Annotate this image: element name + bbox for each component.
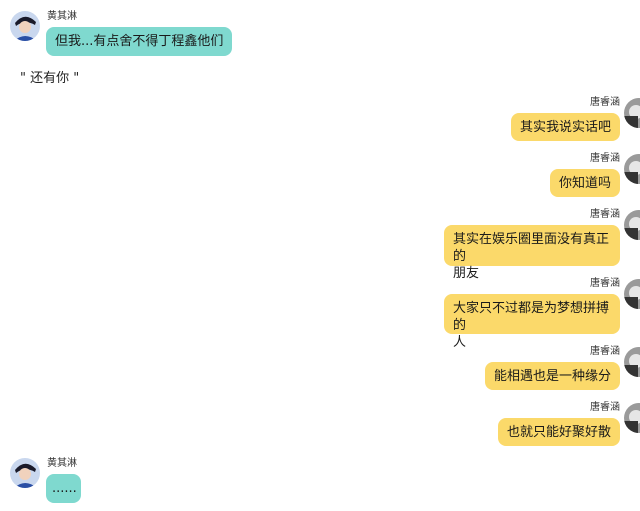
avatar-tang-icon [624, 279, 640, 309]
avatar-huang-icon [10, 458, 40, 488]
avatar-tang[interactable] [624, 347, 640, 377]
message-bubble: 能相遇也是一种缘分 [484, 362, 620, 390]
avatar-tang-icon [624, 154, 640, 184]
message-bubble: 你知道吗 [549, 169, 620, 197]
sender-name: 黄其淋 [47, 458, 77, 469]
message-line: 朋友 [453, 266, 480, 281]
caption-text: " 还有你 " [20, 71, 80, 86]
message-line: 其实在娱乐圈里面没有真正的 [453, 232, 610, 264]
message-bubble: ...... [46, 474, 81, 503]
avatar-huang[interactable] [10, 11, 40, 41]
message-bubble: 大家只不过都是为梦想拼搏的 人 [444, 294, 620, 350]
message-bubble: 其实在娱乐圈里面没有真正的 朋友 [444, 225, 620, 281]
avatar-tang[interactable] [624, 279, 640, 309]
avatar-huang-icon [10, 11, 40, 41]
sender-name: 黄其淋 [47, 11, 77, 22]
avatar-tang-icon [624, 403, 640, 433]
avatar-tang-icon [624, 347, 640, 377]
avatar-tang[interactable] [624, 403, 640, 433]
sender-name: 唐睿涵 [590, 209, 620, 220]
message-bubble: 但我...有点舍不得丁程鑫他们 [46, 27, 233, 56]
avatar-tang[interactable] [624, 154, 640, 184]
avatar-huang[interactable] [10, 458, 40, 488]
message-line: 人 [453, 335, 467, 350]
avatar-tang[interactable] [624, 98, 640, 128]
message-bubble: 也就只能好聚好散 [497, 418, 620, 446]
avatar-tang-icon [624, 210, 640, 240]
message-bubble: 其实我说实话吧 [510, 113, 620, 141]
avatar-tang[interactable] [624, 210, 640, 240]
sender-name: 唐睿涵 [590, 153, 620, 164]
sender-name: 唐睿涵 [590, 346, 620, 357]
sender-name: 唐睿涵 [590, 97, 620, 108]
avatar-tang-icon [624, 98, 640, 128]
message-line: 大家只不过都是为梦想拼搏的 [453, 301, 610, 333]
sender-name: 唐睿涵 [590, 278, 620, 289]
sender-name: 唐睿涵 [590, 402, 620, 413]
